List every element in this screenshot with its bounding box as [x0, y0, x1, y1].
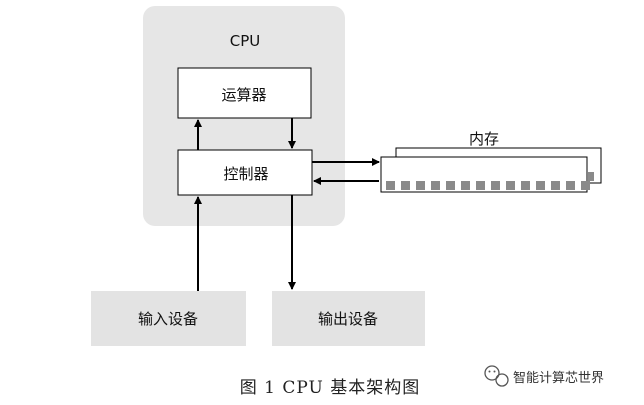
- cpu-label: CPU: [230, 32, 261, 50]
- alu-box: [177, 67, 312, 119]
- output-device-label: 输出设备: [318, 310, 378, 328]
- memory-cell: [476, 181, 485, 190]
- memory-block: 内存: [380, 130, 602, 193]
- memory-cell: [386, 181, 395, 190]
- input-device-box: [91, 291, 246, 346]
- alu-block: 运算器: [177, 67, 312, 119]
- memory-cell: [461, 181, 470, 190]
- watermark: 智能计算芯世界: [484, 365, 604, 387]
- watermark-text: 智能计算芯世界: [513, 371, 604, 386]
- memory-label: 内存: [469, 130, 499, 148]
- figure-caption: 图 1 CPU 基本架构图: [240, 378, 421, 398]
- input-device-label: 输入设备: [138, 310, 198, 328]
- memory-cell: [446, 181, 455, 190]
- alu-label: 运算器: [221, 86, 266, 104]
- control-unit-label: 控制器: [223, 165, 268, 183]
- memory-cell: [431, 181, 440, 190]
- input-device-block: 输入设备: [91, 291, 246, 346]
- memory-cell: [401, 181, 410, 190]
- memory-cell: [536, 181, 545, 190]
- memory-cell: [551, 181, 560, 190]
- control-unit-block: 控制器: [177, 149, 313, 196]
- memory-cell: [416, 181, 425, 190]
- output-device-box: [272, 291, 425, 346]
- output-device-block: 输出设备: [272, 291, 425, 346]
- wechat-icon: [484, 365, 509, 387]
- memory-cell: [521, 181, 530, 190]
- memory-cell: [566, 181, 575, 190]
- memory-cell: [581, 181, 590, 190]
- control-unit-box: [177, 149, 313, 196]
- memory-cell: [491, 181, 500, 190]
- memory-cell: [506, 181, 515, 190]
- memory-cell-back: [588, 172, 594, 181]
- memory-cells: [386, 172, 594, 190]
